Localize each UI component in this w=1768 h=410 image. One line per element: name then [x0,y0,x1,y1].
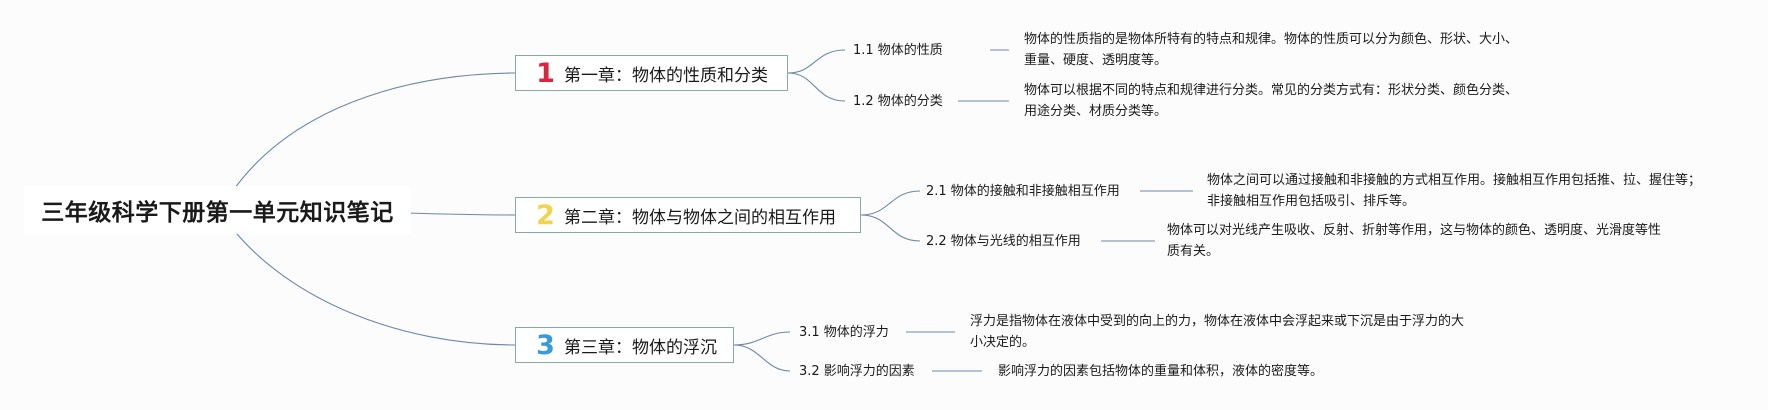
chapter-number-badge: 2 [536,199,555,231]
chapter-number-badge: 3 [536,329,555,361]
chapter-3-node[interactable]: 3 第三章：物体的浮沉 [515,327,734,363]
root-title: 三年级科学下册第一单元知识笔记 [41,200,394,226]
chapter-number-badge: 1 [536,57,555,89]
chapter-title: 第一章：物体的性质和分类 [564,65,768,86]
chapter-1-node[interactable]: 1 第一章：物体的性质和分类 [515,55,788,91]
root-to-chapter-3-line [231,227,516,346]
chapter-1-to-section-1-2-line [787,72,846,102]
section-2-1-description: 物体之间可以通过接触和非接触的方式相互作用。接触相互作用包括推、拉、握住等；非接… [1207,173,1702,209]
root-topic[interactable]: 三年级科学下册第一单元知识笔记 [24,186,411,234]
root-to-chapter-1-line [231,72,516,193]
chapter-1-to-section-1-1-line [787,49,846,74]
chapter-2-to-section-2-2-line [860,214,921,242]
section-2-2-label[interactable]: 2.2 物体与光线的相互作用 [926,234,1081,249]
section-1-1-description: 物体的性质指的是物体所特有的特点和规律。物体的性质可以分为颜色、形状、大小、重量… [1024,32,1519,68]
section-3-1-label[interactable]: 3.1 物体的浮力 [799,325,889,340]
section-1-1-label[interactable]: 1.1 物体的性质 [853,43,943,58]
chapter-2-node[interactable]: 2 第二章：物体与物体之间的相互作用 [515,197,861,233]
section-3-1-description: 浮力是指物体在液体中受到的向上的力，物体在液体中会浮起来或下沉是由于浮力的大小决… [970,314,1465,350]
section-2-2-description: 物体可以对光线产生吸收、反射、折射等作用，这与物体的颜色、透明度、光滑度等性质有… [1167,223,1662,259]
root-to-chapter-2-line [403,212,516,216]
section-1-2-label[interactable]: 1.2 物体的分类 [853,94,943,109]
chapter-3-to-section-3-1-line [733,331,791,346]
chapter-title: 第三章：物体的浮沉 [564,337,717,358]
chapter-title: 第二章：物体与物体之间的相互作用 [564,207,836,228]
section-1-2-description: 物体可以根据不同的特点和规律进行分类。常见的分类方式有：形状分类、颜色分类、用途… [1024,83,1519,119]
section-2-1-label[interactable]: 2.1 物体的接触和非接触相互作用 [926,184,1120,199]
chapter-3-to-section-3-2-line [733,344,791,372]
section-3-2-description: 影响浮力的因素包括物体的重量和体积，液体的密度等。 [998,364,1324,379]
section-3-2-label[interactable]: 3.2 影响浮力的因素 [799,364,915,379]
chapter-2-to-section-2-1-line [860,190,921,216]
